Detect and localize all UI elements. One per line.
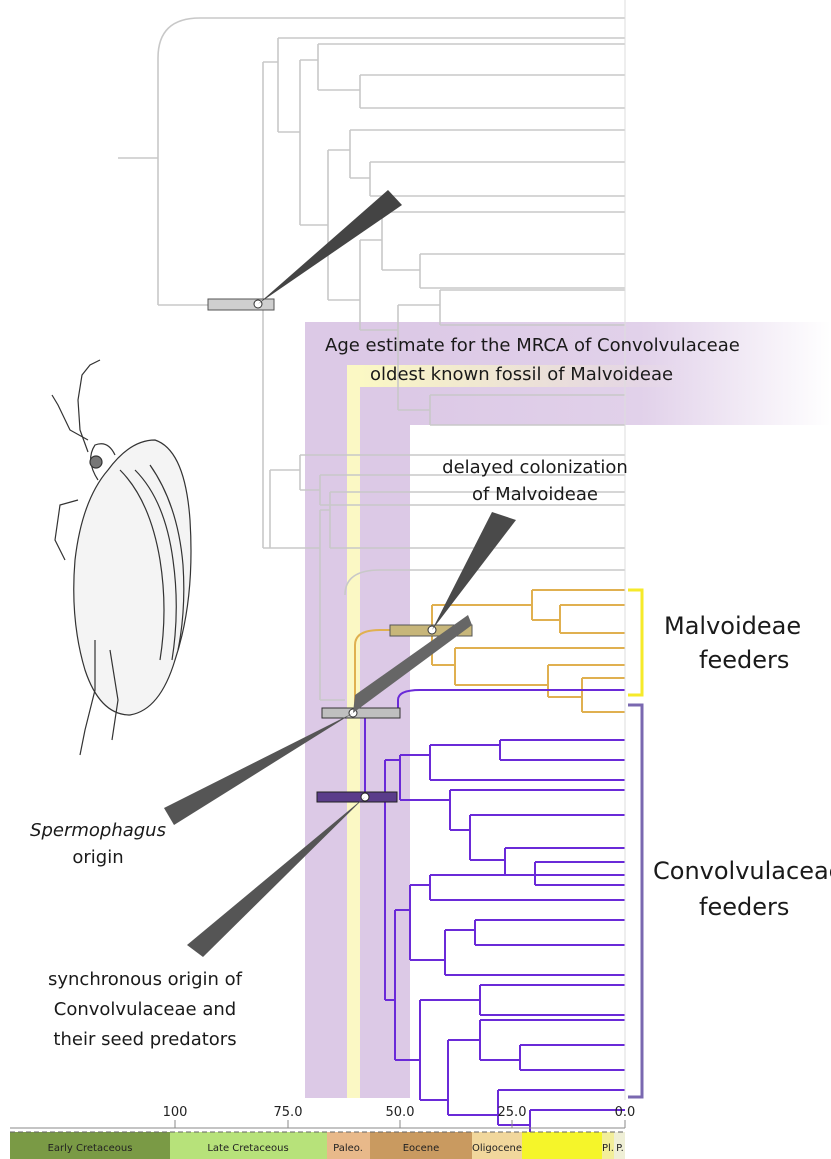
age-estimate-label: Age estimate for the MRCA of Convolvulac… <box>325 335 740 356</box>
spermophagus-line2: origin <box>18 847 178 868</box>
oldest-fossil-label: oldest known fossil of Malvoideae <box>370 364 673 385</box>
convolvulaceae-node-bar <box>317 792 397 802</box>
synchronous-line3: their seed predators <box>30 1025 260 1055</box>
tick-label-0: 0.0 <box>615 1105 636 1120</box>
time-ticks <box>175 1120 625 1128</box>
period-label-pleistocene: P. <box>616 1143 624 1154</box>
convolvulaceae-bracket <box>628 705 642 1097</box>
root-node-bar <box>208 299 274 310</box>
delayed-colonization-line1: delayed colonization <box>420 457 650 478</box>
spermophagus-origin-label: Spermophagus origin <box>18 820 178 868</box>
malvoideae-feeders-line2: feeders <box>699 646 801 674</box>
tick-label-25: 25.0 <box>498 1105 527 1120</box>
synchronous-line1: synchronous origin of <box>30 965 260 995</box>
malvoideae-feeders-line1: Malvoideae <box>664 612 801 640</box>
period-label-pliocene: Pl. <box>602 1143 614 1154</box>
convolvulaceae-feeders-line2: feeders <box>699 893 831 921</box>
synchronous-line2: Convolvulaceae and <box>30 995 260 1025</box>
delayed-callout <box>432 512 516 630</box>
convolvulaceae-feeders-label: Convolvulaceae feeders <box>653 857 831 921</box>
tick-label-100: 100 <box>163 1105 188 1120</box>
delayed-colonization-label: delayed colonization of Malvoideae <box>420 457 650 505</box>
delayed-colonization-line2: of Malvoideae <box>420 484 650 505</box>
synchronous-origin-label: synchronous origin of Convolvulaceae and… <box>30 965 260 1055</box>
period-label-late-cretaceous: Late Cretaceous <box>207 1143 288 1154</box>
root-callout <box>258 190 402 304</box>
beetle-illustration <box>52 360 191 755</box>
tick-label-50: 50.0 <box>386 1105 415 1120</box>
convolvulaceae-feeders-line1: Convolvulaceae <box>653 857 831 885</box>
time-scale: 100 75.0 50.0 25.0 0.0 Early Cretaceous … <box>10 1105 635 1159</box>
period-miocene <box>522 1132 602 1159</box>
spermophagus-line1: Spermophagus <box>18 820 178 841</box>
tick-label-75: 75.0 <box>274 1105 303 1120</box>
malvoideae-bracket <box>628 590 642 695</box>
malvoideae-feeders-label: Malvoideae feeders <box>664 612 801 674</box>
period-label-paleocene: Paleo. <box>333 1143 363 1154</box>
period-label-eocene: Eocene <box>403 1143 440 1154</box>
period-label-oligocene: Oligocene <box>472 1143 522 1154</box>
spermophagus-node-bar <box>322 708 400 718</box>
period-label-early-cretaceous: Early Cretaceous <box>48 1143 133 1154</box>
